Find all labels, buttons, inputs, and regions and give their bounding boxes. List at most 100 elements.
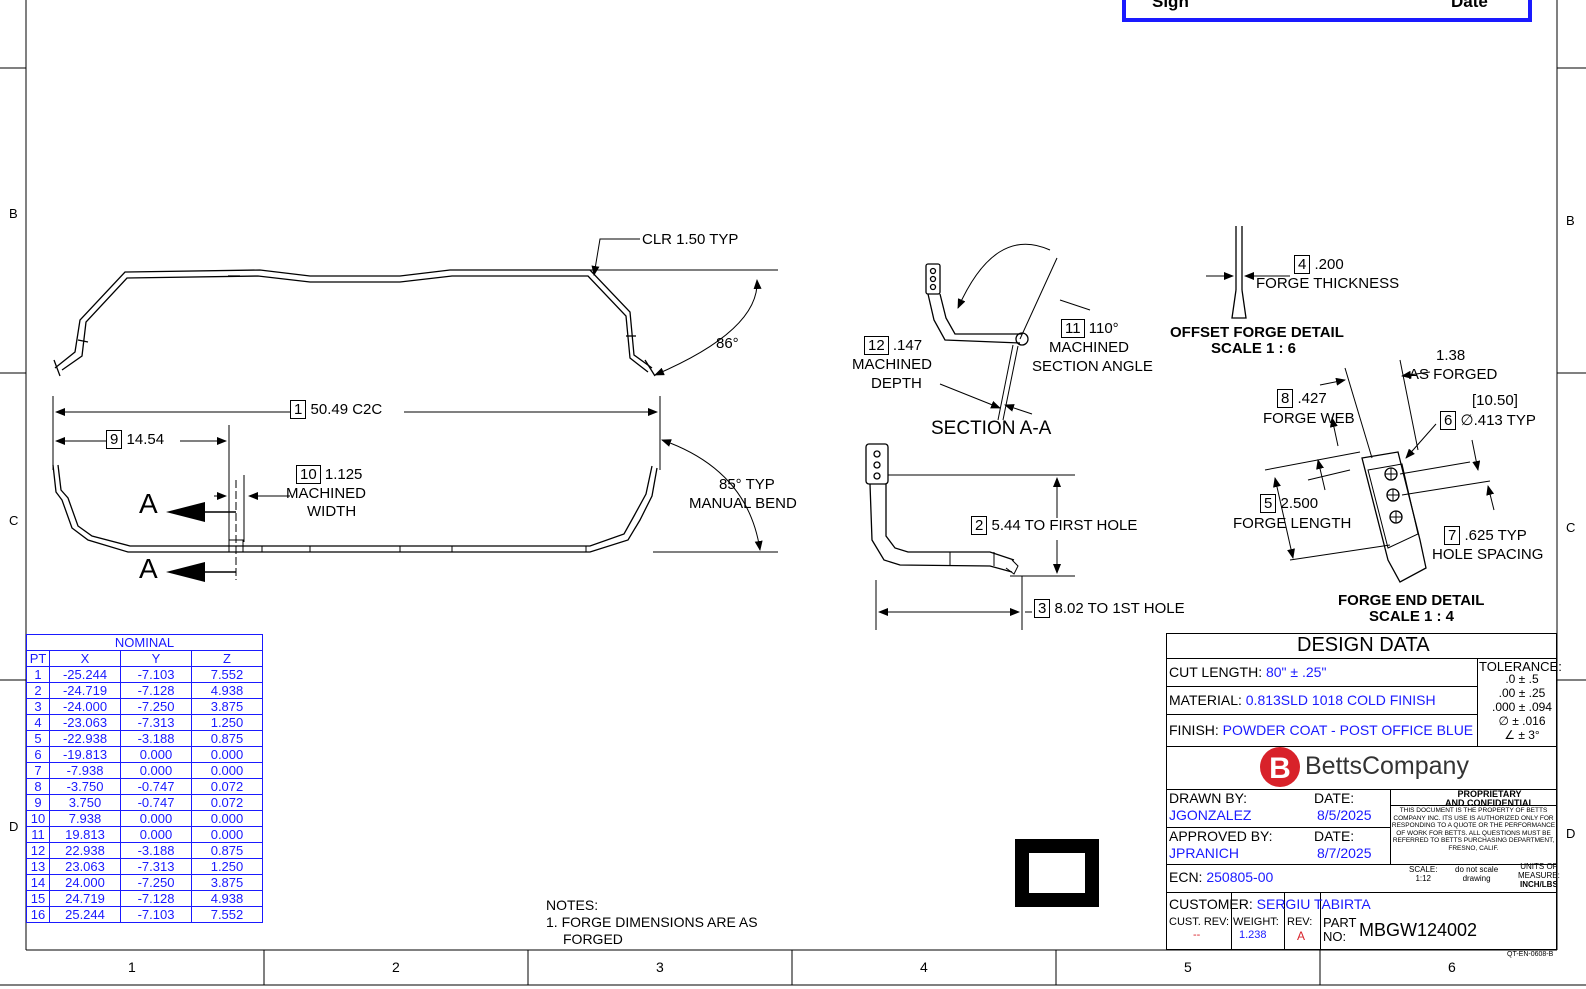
x-cell: -19.813 — [49, 746, 121, 763]
tolerance-values: .0 ± .5 .00 ± .25 .000 ± .094 ∅ ± .016 ∠… — [1492, 672, 1552, 742]
x-cell: -22.938 — [49, 730, 121, 747]
y-cell: 0.000 — [120, 810, 192, 827]
scale-field: SCALE:1:12 — [1409, 865, 1438, 883]
y-cell: 0.000 — [120, 746, 192, 763]
cut-length-field: CUT LENGTH: 80" ± .25" — [1169, 664, 1327, 680]
part-no-value: MBGW124002 — [1359, 920, 1478, 940]
zone-left-c: C — [9, 513, 19, 528]
y-cell: -0.747 — [120, 778, 192, 795]
zone-left-d: D — [9, 819, 19, 834]
drawn-date-label: DATE: — [1314, 790, 1355, 806]
y-cell: 0.000 — [120, 762, 192, 779]
z-cell: 3.875 — [191, 874, 263, 891]
ecn-field: ECN: 250805-00 — [1169, 869, 1274, 885]
x-cell: -3.750 — [49, 778, 121, 795]
dimension-8-label: FORGE WEB — [1263, 410, 1355, 427]
material-field: MATERIAL: 0.813SLD 1018 COLD FINISH — [1169, 692, 1436, 708]
weight-label: WEIGHT: — [1233, 916, 1279, 928]
nominal-title: NOMINAL — [26, 634, 263, 651]
date-label: Date — [1451, 0, 1488, 11]
pt-cell: 3 — [26, 698, 50, 715]
dimension-10-label-2: WIDTH — [307, 503, 357, 520]
zone-right-b: B — [1566, 213, 1575, 228]
y-cell: -7.103 — [120, 666, 192, 683]
dimension-11-label-2: SECTION ANGLE — [1032, 358, 1153, 375]
dimension-10-label-1: MACHINED — [286, 485, 367, 502]
dimension-9: 9 14.54 — [106, 430, 164, 449]
z-cell: 4.938 — [191, 890, 263, 907]
dimension-12-label-2: DEPTH — [871, 375, 922, 392]
section-letter-top: A — [139, 488, 158, 519]
x-cell: -25.244 — [49, 666, 121, 683]
pt-cell: 6 — [26, 746, 50, 763]
dimension-4-label: FORGE THICKNESS — [1256, 275, 1400, 292]
z-cell: 0.000 — [191, 826, 263, 843]
column-header-z: Z — [191, 650, 263, 667]
y-cell: -0.747 — [120, 794, 192, 811]
y-cell: -7.313 — [120, 858, 192, 875]
zone-right-c: C — [1566, 520, 1576, 535]
weight-value: 1.238 — [1239, 929, 1267, 941]
bend-angle-line-2: MANUAL BEND — [689, 495, 797, 512]
pt-cell: 1 — [26, 666, 50, 683]
zone-bottom-3: 3 — [656, 959, 664, 975]
z-cell: 0.875 — [191, 842, 263, 859]
y-cell: -7.313 — [120, 714, 192, 731]
angle-86: 86° — [716, 335, 739, 352]
forge-end-detail-scale: SCALE 1 : 4 — [1369, 608, 1455, 625]
column-header-pt: PT — [26, 650, 50, 667]
pt-cell: 15 — [26, 890, 50, 907]
x-cell: 7.938 — [49, 810, 121, 827]
zone-bottom-1: 1 — [128, 959, 136, 975]
title-block: DESIGN DATA CUT LENGTH: 80" ± .25" MATER… — [1166, 633, 1562, 950]
pt-cell: 12 — [26, 842, 50, 859]
section-title: SECTION A-A — [931, 418, 1052, 439]
z-cell: 0.000 — [191, 746, 263, 763]
x-cell: -23.063 — [49, 714, 121, 731]
y-cell: -7.103 — [120, 906, 192, 923]
finish-field: FINISH: POWDER COAT - POST OFFICE BLUE — [1169, 722, 1474, 738]
x-cell: 24.719 — [49, 890, 121, 907]
form-id: QT-EN-0608-B — [1507, 951, 1554, 958]
pt-cell: 10 — [26, 810, 50, 827]
zone-bottom-5: 5 — [1184, 959, 1192, 975]
pt-cell: 11 — [26, 826, 50, 843]
dimension-8: 8 .427 — [1277, 389, 1327, 408]
approved-by-value: JPRANICH — [1169, 845, 1240, 861]
offset-detail-scale: SCALE 1 : 6 — [1211, 340, 1297, 357]
y-cell: -3.188 — [120, 842, 192, 859]
dimension-5-label: FORGE LENGTH — [1233, 515, 1352, 532]
dimension-10: 10 1.125 — [296, 465, 362, 484]
pt-cell: 13 — [26, 858, 50, 875]
zone-bottom-2: 2 — [392, 959, 400, 975]
approved-by-label: APPROVED BY: — [1169, 828, 1273, 844]
betts-logo-icon: B — [1260, 747, 1300, 787]
x-cell: -24.719 — [49, 682, 121, 699]
note-1-line-1: 1. FORGE DIMENSIONS ARE AS — [546, 914, 758, 930]
pt-cell: 14 — [26, 874, 50, 891]
dimension-1: 1 50.49 C2C — [290, 400, 382, 419]
dimension-12-label-1: MACHINED — [852, 356, 933, 373]
z-cell: 0.072 — [191, 778, 263, 795]
dimension-6: 6 ∅.413 TYP — [1440, 411, 1536, 430]
proprietary-text: THIS DOCUMENT IS THE PROPERTY OF BETTS C… — [1391, 807, 1556, 852]
sign-label: Sign — [1152, 0, 1189, 11]
x-cell: 22.938 — [49, 842, 121, 859]
dimension-4: 4 .200 — [1294, 255, 1344, 274]
forge-end-detail-title: FORGE END DETAIL — [1338, 592, 1485, 609]
cust-rev-value: -- — [1193, 929, 1201, 941]
x-cell: 23.063 — [49, 858, 121, 875]
